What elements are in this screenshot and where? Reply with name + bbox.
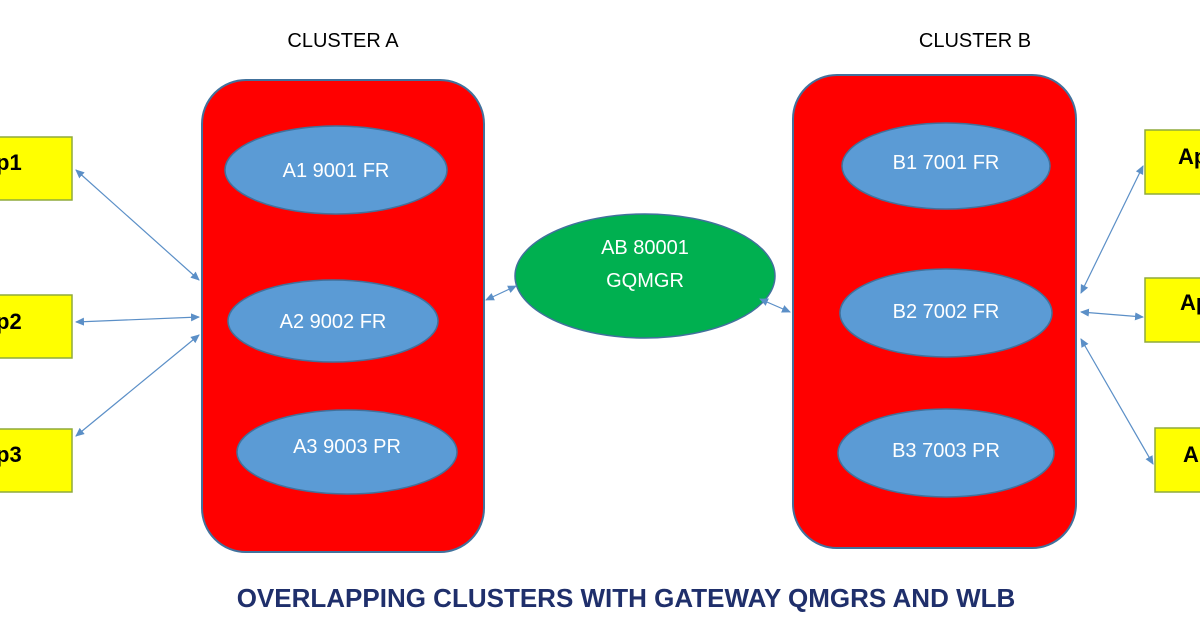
connector-gateway-cluster-b xyxy=(759,298,791,313)
qmgr-a1: A1 9001 FR xyxy=(224,125,448,215)
app-right-3: A xyxy=(1154,427,1200,493)
connector-cluster-b-app2 xyxy=(1080,308,1144,321)
qmgr-a2-label: A2 9002 FR xyxy=(280,311,387,333)
qmgr-b2: B2 7002 FR xyxy=(839,268,1053,358)
app-left-1: p1 xyxy=(0,136,73,201)
app-right-3-label: A xyxy=(1183,442,1199,467)
qmgr-a1-label: A1 9001 FR xyxy=(283,160,390,182)
qmgr-a3-label: A3 9003 PR xyxy=(293,436,401,458)
gateway-qmgr-name: AB 80001 xyxy=(601,237,689,259)
app-left-1-label: p1 xyxy=(0,150,22,175)
app-right-1: Ap xyxy=(1144,129,1200,195)
app-left-3-label: p3 xyxy=(0,442,22,467)
qmgr-b1: B1 7001 FR xyxy=(841,122,1051,210)
app-right-2-label: Ap xyxy=(1180,290,1200,315)
app-left-2-label: p2 xyxy=(0,309,22,334)
connector-cluster-a-gateway xyxy=(485,285,517,301)
qmgr-b3-label: B3 7003 PR xyxy=(892,440,1000,462)
gateway-qmgr: AB 80001 GQMGR xyxy=(514,213,776,339)
app-left-2: p2 xyxy=(0,294,73,359)
qmgr-a2: A2 9002 FR xyxy=(227,279,439,363)
connector-cluster-b-app3 xyxy=(1080,338,1154,465)
cluster-b-label: CLUSTER B xyxy=(919,30,1031,52)
app-left-3: p3 xyxy=(0,428,73,493)
connector-app1-cluster-a xyxy=(75,169,200,281)
cluster-a-label: CLUSTER A xyxy=(287,30,399,52)
app-right-2: Ap xyxy=(1144,277,1200,343)
connector-cluster-b-app1 xyxy=(1080,165,1144,294)
qmgr-b1-label: B1 7001 FR xyxy=(893,152,1000,174)
connector-app2-cluster-a xyxy=(75,313,200,326)
app-right-1-label: Ap xyxy=(1178,144,1200,169)
diagram-title: OVERLAPPING CLUSTERS WITH GATEWAY QMGRS … xyxy=(237,583,1016,613)
connector-app3-cluster-a xyxy=(75,334,200,437)
qmgr-b2-label: B2 7002 FR xyxy=(893,301,1000,323)
qmgr-b3: B3 7003 PR xyxy=(837,408,1055,498)
gateway-qmgr-role: GQMGR xyxy=(606,270,684,292)
qmgr-a3: A3 9003 PR xyxy=(236,409,458,495)
